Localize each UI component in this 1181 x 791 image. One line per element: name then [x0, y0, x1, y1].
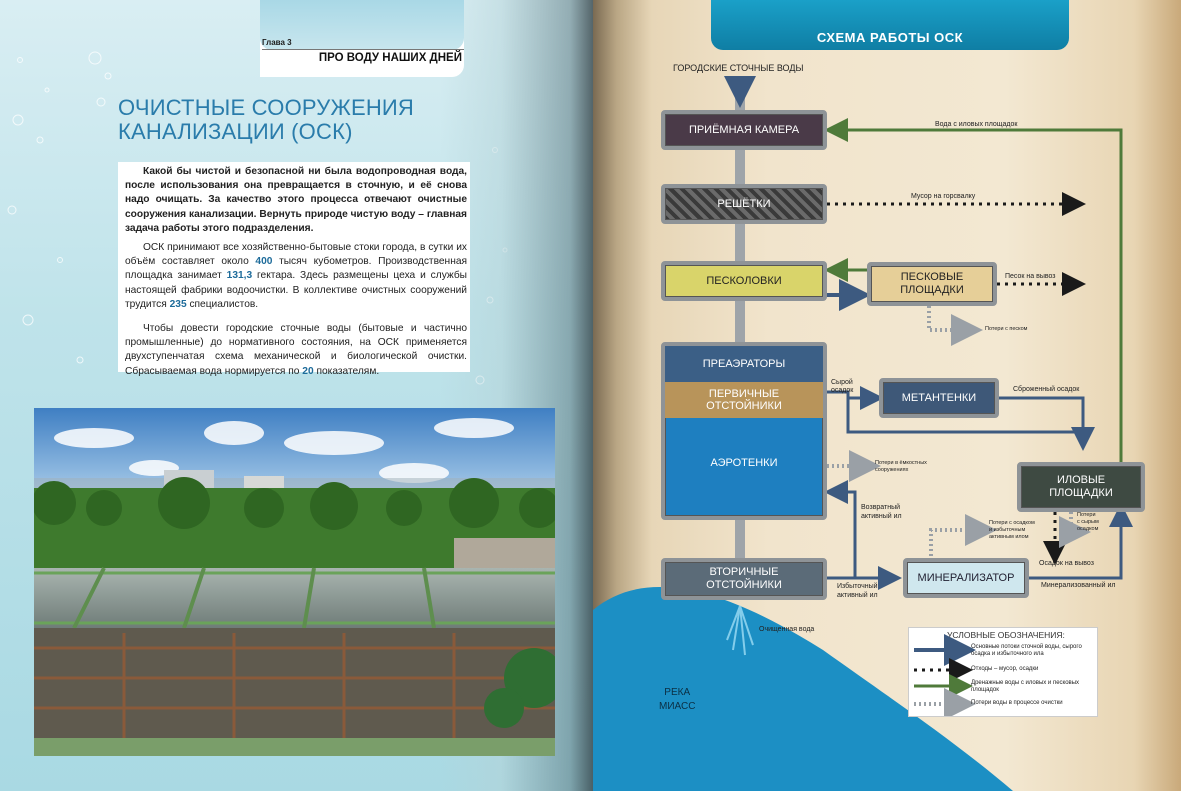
- running-head: ПРО ВОДУ НАШИХ ДНЕЙ: [318, 52, 462, 64]
- poteri-syrym-line-2: с сырым: [1077, 519, 1099, 525]
- legend-item-loss: Потери воды в процессе очистки: [971, 700, 1063, 706]
- legend-title: УСЛОВНЫЕ ОБОЗНАЧЕНИЯ:: [947, 630, 1065, 640]
- legend-drain-line-2: площадок: [971, 687, 999, 693]
- p2-number-area: 131,3: [226, 270, 253, 282]
- p2-number-staff: 235: [169, 298, 187, 310]
- label-pesok: Песок на вывоз: [1005, 273, 1056, 280]
- page-title: ОЧИСТНЫЕ СООРУЖЕНИЯ КАНАЛИЗАЦИИ (ОСК): [118, 96, 414, 144]
- poteri-emk-line-2: сооружениях: [875, 467, 909, 473]
- izbyt-line-2: активный ил: [837, 592, 878, 599]
- scheme-header-bar: [711, 0, 1069, 50]
- label-musor: Мусор на горсвалку: [911, 193, 976, 200]
- legend-main-line-2: осадка и избыточного ила: [971, 651, 1044, 657]
- paragraph-2: ОСК принимают все хозяйственно-бытовые с…: [125, 241, 467, 312]
- box-metantenki: МЕТАНТЕНКИ: [879, 378, 999, 418]
- p3-text-a: Чтобы довести городские сточные воды (бы…: [125, 323, 467, 377]
- box-pervichnye-otstoyniki: ПЕРВИЧНЫЕ ОТСТОЙНИКИ: [665, 382, 823, 418]
- syroy-line-2: осадок: [831, 387, 854, 394]
- peskovye-line-2: ПЛОЩАДКИ: [900, 284, 964, 296]
- vtorichnye-line-1: ВТОРИЧНЫЕ: [709, 566, 779, 578]
- vozvrat-line-2: активный ил: [861, 513, 902, 520]
- label-poteri-emkostnye: Потери в ёмкостных сооружениях: [875, 460, 927, 474]
- p2-text-a: ОСК принимают все хозяйственно-бытовые с…: [125, 242, 467, 268]
- label-voda-s-ilovyh: Вода с иловых площадок: [935, 121, 1018, 128]
- pervichnye-line-1: ПЕРВИЧНЫЕ: [708, 388, 780, 400]
- syroy-line-1: Сырой: [831, 379, 853, 386]
- ilovye-line-1: ИЛОВЫЕ: [1056, 474, 1106, 486]
- box-ilovye-ploshchadki: ИЛОВЫЕ ПЛОЩАДКИ: [1017, 462, 1145, 512]
- legend-item-waste: Отходы – мусор, осадки: [971, 666, 1039, 672]
- flow-arrows: [724, 76, 1133, 656]
- poteri-osadok-line-3: активным илом: [989, 534, 1029, 540]
- text-panel: [118, 162, 470, 372]
- scheme-title: СХЕМА РАБОТЫ ОСК: [816, 30, 964, 45]
- legend-main-line-1: Основные потоки сточной воды, сырого: [971, 644, 1082, 650]
- river-line-2: МИАСС: [659, 701, 696, 712]
- paragraph-3: Чтобы довести городские сточные воды (бы…: [125, 322, 467, 379]
- label-osadok-vyvoz: Осадок на вывоз: [1039, 560, 1094, 567]
- label-mineralizovanny: Минерализованный ил: [1041, 582, 1116, 589]
- label-izbytochny-il: Избыточный активный ил: [837, 582, 878, 600]
- poteri-osadok-line-1: Потери с осадком: [989, 520, 1035, 526]
- box-priemnaya-kamera: ПРИЁМНАЯ КАМЕРА: [661, 110, 827, 150]
- river-line-1: РЕКА: [664, 687, 691, 698]
- label-poteri-syrym: Потери с сырым осадком: [1077, 512, 1099, 533]
- peskovye-line-1: ПЕСКОВЫЕ: [900, 271, 964, 283]
- poteri-syrym-line-3: осадком: [1077, 526, 1099, 532]
- legend: УСЛОВНЫЕ ОБОЗНАЧЕНИЯ: Основные потоки ст…: [908, 627, 1098, 717]
- box-reshetki: РЕШЁТКИ: [661, 184, 827, 224]
- chapter-label: Глава 3: [262, 38, 292, 47]
- box-peskovye-ploshchadki: ПЕСКОВЫЕ ПЛОЩАДКИ: [867, 262, 997, 306]
- ilovye-line-2: ПЛОЩАДКИ: [1049, 487, 1113, 499]
- poteri-syrym-line-1: Потери: [1077, 512, 1096, 518]
- p2-text-d: специалистов.: [186, 298, 259, 310]
- box-mineralizator: МИНЕРАЛИЗАТОР: [903, 558, 1029, 598]
- label-syroy-osadok: Сырой осадок: [831, 379, 853, 395]
- title-line-1: ОЧИСТНЫЕ СООРУЖЕНИЯ: [118, 95, 415, 120]
- label-ochishchennaya: Очищенная вода: [759, 626, 815, 633]
- p2-text-c: гектара. Здесь размещены цеха и службы н…: [125, 270, 468, 310]
- label-river: РЕКА МИАСС: [659, 686, 695, 714]
- treatment-plant-photo: [34, 408, 555, 756]
- box-peskolovki: ПЕСКОЛОВКИ: [661, 261, 827, 301]
- vozvrat-line-1: Возвратный: [861, 504, 901, 511]
- header-rule: [262, 49, 464, 50]
- box-aerotenki: АЭРОТЕНКИ: [710, 457, 778, 469]
- river-shape: [593, 587, 1013, 791]
- p3-number-indicators: 20: [302, 365, 314, 377]
- box-preaeratory: ПРЕАЭРАТОРЫ: [665, 346, 823, 382]
- poteri-emk-line-1: Потери в ёмкостных: [875, 460, 927, 466]
- p2-number-volume: 400: [255, 256, 273, 268]
- right-page: СХЕМА РАБОТЫ ОСК: [593, 0, 1181, 791]
- label-poteri-pesok: Потери с песком: [985, 326, 1028, 332]
- header-water-strip: [260, 0, 464, 50]
- box-biological-stage: ПРЕАЭРАТОРЫ ПЕРВИЧНЫЕ ОТСТОЙНИКИ АЭРОТЕН…: [661, 342, 827, 520]
- p3-text-b: показателям.: [313, 365, 380, 377]
- vtorichnye-line-2: ОТСТОЙНИКИ: [706, 579, 782, 591]
- p2-text-b: тысяч кубометров. Производственная площа…: [125, 256, 467, 282]
- izbyt-line-1: Избыточный: [837, 583, 878, 590]
- left-page: Глава 3 ПРО ВОДУ НАШИХ ДНЕЙ ОЧИСТНЫЕ СОО…: [0, 0, 593, 791]
- pervichnye-line-2: ОТСТОЙНИКИ: [706, 400, 782, 412]
- legend-drain-line-1: Дренажные воды с иловых и песковых: [971, 680, 1080, 686]
- legend-item-drain: Дренажные воды с иловых и песковых площа…: [971, 680, 1095, 694]
- lead-paragraph: Какой бы чистой и безопасной ни была вод…: [125, 166, 467, 234]
- poteri-osadok-line-2: и избыточным: [989, 527, 1026, 533]
- box-vtorichnye-otstoyniki: ВТОРИЧНЫЕ ОТСТОЙНИКИ: [661, 558, 827, 600]
- label-vozvratny-il: Возвратный активный ил: [861, 503, 902, 521]
- label-poteri-osadok: Потери с осадком и избыточным активным и…: [989, 520, 1035, 541]
- label-sbrozhenny: Сброженный осадок: [1013, 386, 1080, 393]
- legend-swatches: [914, 634, 976, 716]
- inflow-label: ГОРОДСКИЕ СТОЧНЫЕ ВОДЫ: [673, 63, 804, 73]
- title-line-2: КАНАЛИЗАЦИИ (ОСК): [118, 119, 353, 144]
- legend-item-main: Основные потоки сточной воды, сырого оса…: [971, 644, 1095, 658]
